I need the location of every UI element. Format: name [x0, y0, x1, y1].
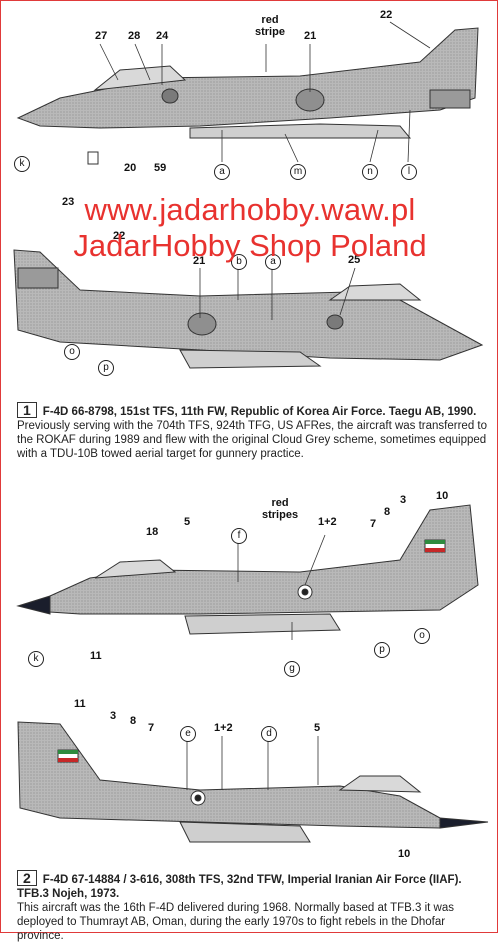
callout-11: 11: [90, 650, 102, 662]
caption-2-body: This aircraft was the 16th F-4D delivere…: [17, 902, 454, 942]
callout-21: 21: [304, 30, 317, 42]
callout-g: g: [284, 661, 300, 677]
callout-10b: 10: [398, 848, 411, 860]
callout-27: 27: [95, 30, 108, 42]
callout-l: l: [401, 164, 417, 180]
aircraft2-profile-right: [17, 721, 489, 843]
caption-1-title: F-4D 66-8798, 151st TFS, 11th FW, Republ…: [42, 406, 477, 418]
watermark-url: www.jadarhobby.waw.pl: [84, 192, 416, 227]
caption-1: 1 F-4D 66-8798, 151st TFS, 11th FW, Repub…: [17, 402, 487, 461]
callout-10: 10: [436, 490, 449, 502]
callout-24: 24: [156, 30, 169, 42]
aircraft1-profile-left: [16, 27, 479, 165]
callout-22b: 22: [113, 230, 126, 242]
callout-3: 3: [400, 494, 407, 506]
callout-3b: 3: [110, 710, 117, 722]
callout-11b: 11: [74, 698, 86, 710]
callout-p2: p: [374, 642, 390, 658]
watermark-shop: JadarHobby Shop Poland: [73, 228, 427, 263]
leader-lines: [99, 21, 431, 790]
caption-1-body: Previously serving with the 704th TFS, 9…: [17, 420, 487, 460]
caption-2-number: 2: [17, 870, 37, 886]
callout-8b: 8: [130, 715, 137, 727]
callout-1plus2b: 1+2: [214, 722, 233, 734]
callout-o: o: [64, 344, 80, 360]
callout-59: 59: [154, 162, 167, 174]
callout-m: m: [290, 164, 306, 180]
callout-21b: 21: [193, 255, 206, 267]
aircraft1-profile-right: [13, 249, 484, 369]
caption-2-title: F-4D 67-14884 / 3-616, 308th TFS, 32nd T…: [17, 874, 462, 900]
callout-1plus2: 1+2: [318, 516, 337, 528]
callout-5: 5: [184, 516, 191, 528]
callout-7: 7: [370, 518, 377, 530]
callout-23: 23: [62, 196, 75, 208]
callout-f: f: [231, 528, 247, 544]
aircraft2-profile-left: [16, 504, 479, 635]
callout-18: 18: [146, 526, 159, 538]
caption-1-number: 1: [17, 402, 37, 418]
callout-e: e: [180, 726, 196, 742]
callout-k2: k: [28, 651, 44, 667]
callout-a: a: [214, 164, 230, 180]
callout-8: 8: [384, 506, 391, 518]
callout-n: n: [362, 164, 378, 180]
callout-k: k: [14, 156, 30, 172]
callout-d: d: [261, 726, 277, 742]
callout-22: 22: [380, 9, 393, 21]
callout-5b: 5: [314, 722, 321, 734]
callout-o2: o: [414, 628, 430, 644]
callout-25: 25: [348, 254, 361, 266]
callout-a2: a: [265, 254, 281, 270]
callout-b: b: [231, 254, 247, 270]
callout-7b: 7: [148, 722, 155, 734]
callout-20: 20: [124, 162, 137, 174]
callout-p: p: [98, 360, 114, 376]
callout-28: 28: [128, 30, 141, 42]
